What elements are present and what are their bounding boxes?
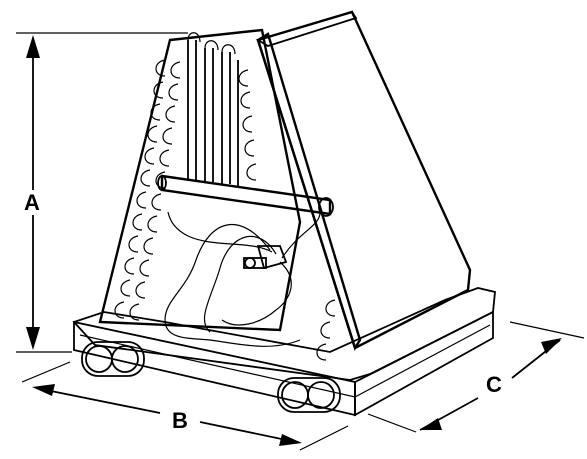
dimension-b: B xyxy=(21,361,349,451)
return-bends xyxy=(114,59,336,361)
capillary-tubes xyxy=(164,209,321,347)
dimension-c-label: C xyxy=(486,372,502,397)
right-coil-slab xyxy=(255,10,472,351)
dimension-a: A xyxy=(16,32,188,353)
dimension-a-label: A xyxy=(24,190,40,215)
header-tubes xyxy=(187,32,239,186)
dimension-c: C xyxy=(367,321,585,433)
left-foot xyxy=(81,341,145,377)
drain-pan xyxy=(72,287,496,417)
suction-header-pipe xyxy=(157,174,334,217)
expansion-valve xyxy=(243,245,288,270)
right-foot xyxy=(277,377,341,413)
dimension-b-label: B xyxy=(172,408,188,433)
